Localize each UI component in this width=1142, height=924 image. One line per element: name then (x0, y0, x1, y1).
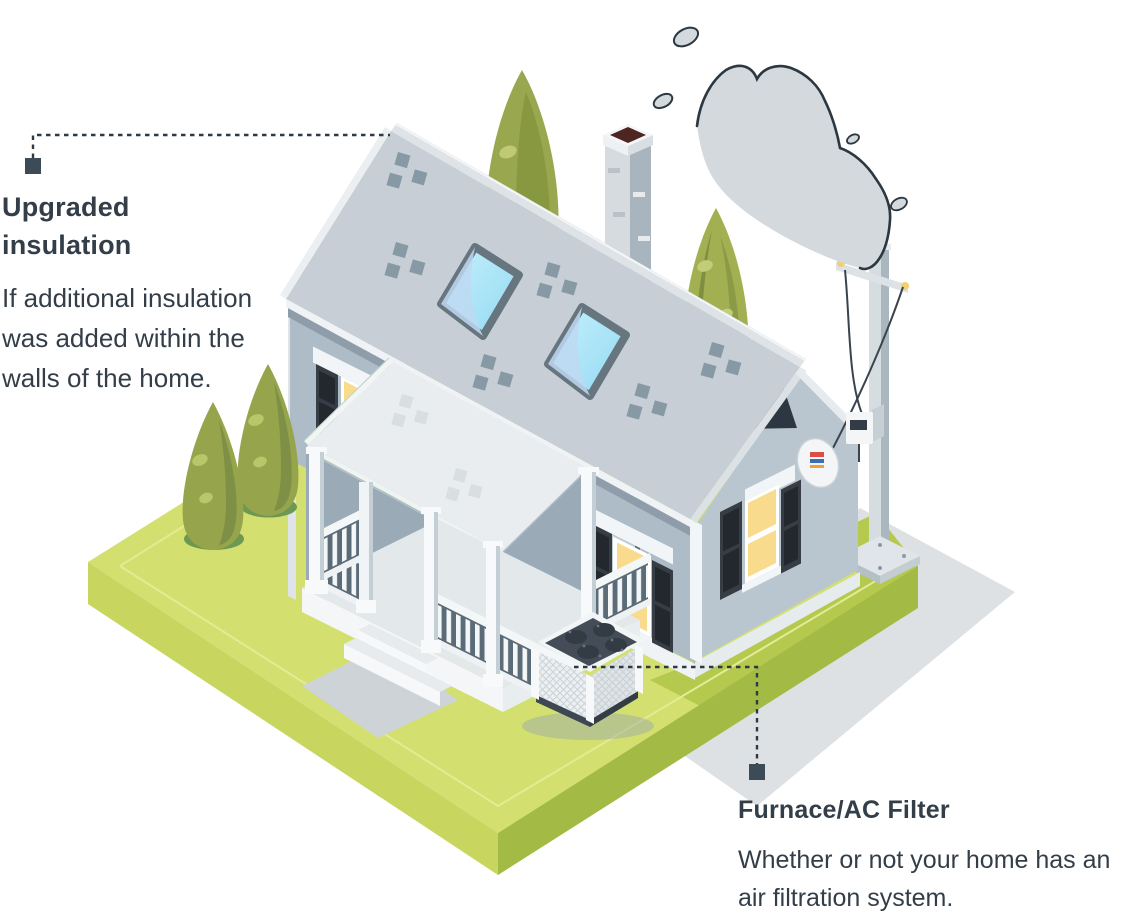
ac-unit (522, 612, 654, 740)
smoke-puffs (652, 26, 908, 212)
satellite-dish (796, 437, 840, 489)
insulation-connector (25, 133, 390, 174)
front-trees (182, 364, 299, 550)
furnace-ac-filter-title: Furnace/AC Filter (738, 796, 950, 824)
callout-furnace-ac-filter: Furnace/AC Filter Whether or not your ho… (738, 795, 1118, 917)
porch-steps (344, 624, 452, 706)
gable-window (720, 464, 801, 600)
porch-roof-shingles (391, 394, 483, 502)
roof-shingles (384, 152, 742, 420)
smoke-cloud (695, 64, 892, 271)
walkway (302, 646, 458, 738)
power-meter (846, 404, 884, 462)
skylight-right (544, 303, 630, 400)
filter-node (749, 764, 765, 780)
furnace-ac-filter-description: Whether or not your home has an air filt… (738, 846, 1111, 912)
porch (302, 447, 650, 718)
callout-upgraded-insulation: Upgraded insulation If additional insula… (2, 188, 302, 398)
upgraded-insulation-description: If additional insulation was added withi… (2, 283, 253, 393)
main-roof (280, 123, 806, 527)
skylight-left (437, 243, 523, 340)
ac-speckles (568, 624, 624, 658)
insulation-node (25, 158, 41, 174)
service-drop (832, 269, 904, 449)
upgraded-insulation-title: Upgraded insulation (2, 192, 132, 260)
filter-connector (574, 665, 765, 780)
